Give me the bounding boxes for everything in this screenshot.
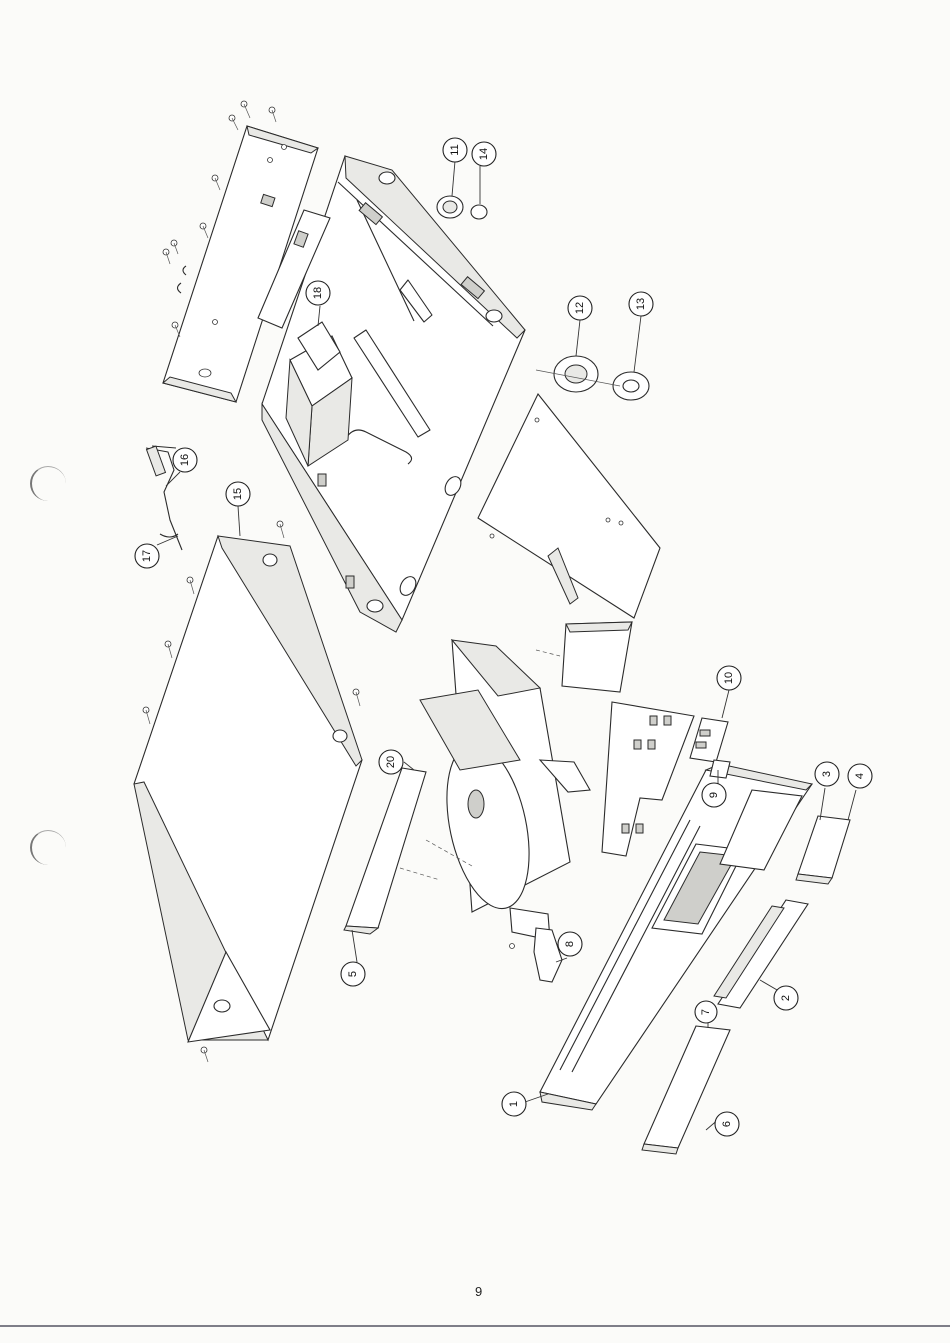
- callout-label: 11: [449, 144, 461, 155]
- callout-label: 17: [141, 550, 153, 562]
- screw-icon: [353, 689, 360, 706]
- foot-assembly-lower: [536, 356, 649, 400]
- bracket-small: [710, 760, 730, 778]
- screw-icon: [277, 521, 284, 538]
- callout-label: 10: [723, 672, 735, 684]
- callout-6: 6: [715, 1112, 739, 1136]
- callout-label: 16: [179, 454, 191, 466]
- callout-16: 16: [173, 448, 197, 472]
- callout-12: 12: [568, 296, 592, 320]
- main-pcb: [478, 394, 660, 618]
- page-number: 9: [475, 1284, 515, 1299]
- callout-20: 20: [379, 750, 403, 774]
- screw-icon: [229, 115, 238, 130]
- callout-label: 18: [312, 287, 324, 299]
- callout-18: 18: [306, 281, 330, 305]
- screw-icon: [241, 101, 250, 118]
- foot-assembly-upper: [437, 196, 487, 219]
- callout-label: 14: [478, 148, 490, 160]
- callout-4: 4: [848, 764, 872, 788]
- callout-13: 13: [629, 292, 653, 316]
- callout-label: 8: [564, 941, 576, 947]
- callout-9: 9: [702, 783, 726, 807]
- callout-10: 10: [717, 666, 741, 690]
- screw-icon: [163, 249, 170, 264]
- callout-3: 3: [815, 762, 839, 786]
- callout-label: 13: [635, 298, 647, 310]
- screw-icon: [212, 175, 220, 190]
- screw-icon: [201, 1047, 208, 1062]
- screw-icon: [187, 577, 194, 594]
- button-cover: [796, 816, 850, 884]
- screw-icon: [171, 240, 178, 254]
- callout-15: 15: [226, 482, 250, 506]
- callout-label: 9: [708, 792, 720, 798]
- door-panel: [642, 1026, 730, 1154]
- callout-label: 1: [508, 1101, 520, 1107]
- disc-tray-front: [344, 768, 426, 934]
- callout-17: 17: [135, 544, 159, 568]
- callout-label: 4: [854, 773, 866, 779]
- screw-icon: [143, 707, 150, 724]
- callout-label: 20: [385, 756, 397, 768]
- callout-label: 6: [721, 1121, 733, 1127]
- callout-11: 11: [443, 138, 467, 162]
- callout-label: 2: [780, 995, 792, 1001]
- callout-label: 7: [700, 1009, 712, 1015]
- top-cover: [134, 536, 362, 1042]
- callout-label: 5: [347, 971, 359, 977]
- callout-label: 3: [821, 771, 833, 777]
- screw-icon: [269, 107, 276, 122]
- callout-1: 1: [502, 1092, 526, 1116]
- callout-label: 12: [574, 302, 586, 314]
- lever-part: [510, 928, 563, 982]
- screw-icon: [165, 641, 172, 658]
- callout-7: 7: [695, 1001, 717, 1023]
- rear-bracket: [562, 622, 632, 692]
- callout-label: 15: [232, 488, 244, 500]
- callout-14: 14: [472, 142, 496, 166]
- callout-2: 2: [774, 986, 798, 1010]
- screw-icon: [200, 223, 208, 238]
- callout-8: 8: [558, 932, 582, 956]
- callout-5: 5: [341, 962, 365, 986]
- switch-board: [690, 718, 728, 762]
- screw-icon: [172, 322, 180, 337]
